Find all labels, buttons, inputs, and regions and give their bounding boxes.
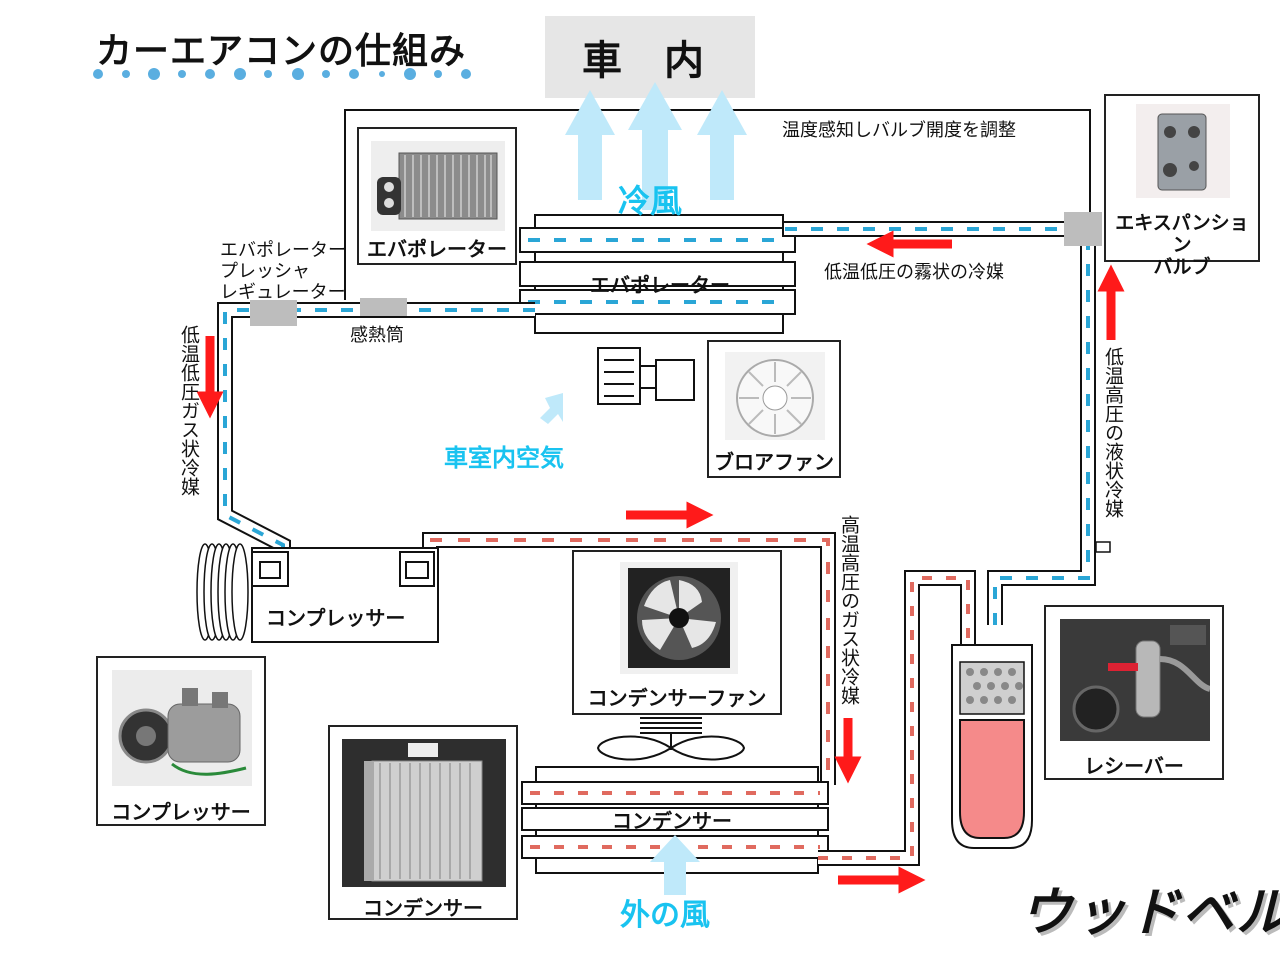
- expansion-valve-photo-icon: [1136, 104, 1230, 198]
- condenser-core-label: コンデンサー: [612, 809, 732, 833]
- outside-air-label: 外の風: [620, 898, 710, 933]
- title-underline-dots: [93, 68, 471, 80]
- photo-expansion-valve-caption-1: エキスパンション: [1115, 212, 1249, 256]
- compressor-unit-label: コンプレッサー: [266, 606, 406, 630]
- cold-air-arrows: [565, 82, 747, 210]
- hot-pipe-to-receiver: [818, 570, 976, 866]
- cabin-air-label: 車室内空気: [444, 444, 564, 472]
- outside-air-arrow: [650, 835, 700, 895]
- evap-pressure-regulator: [250, 300, 297, 326]
- receiver-tank: [951, 644, 1033, 849]
- photo-condenser-caption: コンデンサー: [363, 896, 483, 920]
- sensing-bulb: [360, 298, 407, 316]
- blower-motor-sketch: [597, 347, 695, 405]
- high-temp-gas-label: 高温高圧のガス状冷媒: [838, 515, 860, 705]
- sensing-bulb-label: 感熱筒: [350, 325, 404, 346]
- photo-compressor-caption: コンプレッサー: [111, 800, 251, 824]
- low-temp-gas-label: 低温低圧ガス状冷媒: [178, 325, 200, 496]
- evaporator-core: [519, 214, 796, 334]
- evap-pressure-regulator-line-3: レギュレーター: [220, 282, 346, 303]
- expansion-valve-body: [1064, 212, 1102, 246]
- photo-condenser-fan-caption: コンデンサーファン: [587, 686, 767, 710]
- cabin-air-arrow: [540, 393, 563, 424]
- compressor-unit: [196, 543, 439, 643]
- cabin-label: 車 内: [545, 16, 755, 98]
- photo-receiver-caption: レシーバー: [1084, 754, 1184, 778]
- brand-logo: ウッドベル: [1020, 883, 1280, 943]
- evaporator-photo-icon: [371, 141, 505, 231]
- photo-receiver: レシーバー: [1044, 605, 1224, 780]
- cold-pipe-return: [217, 302, 535, 560]
- photo-compressor: コンプレッサー: [96, 656, 266, 826]
- low-temp-mist-label: 低温低圧の霧状の冷媒: [824, 262, 1004, 283]
- cold-pipe-top: [782, 221, 1091, 237]
- condenser-fan-sketch: [596, 717, 746, 761]
- blower-fan-photo-icon: [725, 352, 825, 440]
- thermo-valve-label: 温度感知しバルブ開度を調整: [782, 120, 1016, 141]
- evap-pressure-regulator-label: エバポレーター プレッシャ レギュレーター: [220, 240, 346, 303]
- flow-arrows: [196, 230, 1125, 894]
- condenser-photo-icon: [342, 739, 506, 887]
- photo-blower-fan-caption: ブロアファン: [714, 450, 834, 474]
- photo-expansion-valve-caption: エキスパンション バルブ: [1106, 212, 1258, 278]
- evaporator-core-label: エバポレーター: [590, 273, 730, 297]
- evap-pressure-regulator-line-2: プレッシャ: [220, 261, 310, 282]
- high-pressure-liquid-label: 低温高圧の液状冷媒: [1102, 347, 1124, 518]
- liquid-pipe: [987, 229, 1096, 625]
- photo-evaporator-caption: エバポレーター: [367, 237, 507, 261]
- compressor-photo-icon: [112, 670, 252, 786]
- photo-expansion-valve-caption-2: バルブ: [1153, 256, 1211, 278]
- photo-expansion-valve: エキスパンション バルブ: [1104, 94, 1260, 278]
- photo-condenser-fan: コンデンサーファン: [572, 550, 782, 715]
- photo-blower-fan: ブロアファン: [707, 340, 841, 478]
- cold-air-label: 冷風: [618, 182, 683, 220]
- photo-evaporator: エバポレーター: [357, 127, 517, 265]
- photo-condenser: コンデンサー: [328, 725, 518, 920]
- hot-pipe-discharge: [422, 532, 836, 785]
- evap-pressure-regulator-line-1: エバポレーター: [220, 240, 346, 261]
- condenser-fan-photo-icon: [620, 562, 738, 674]
- page-title: カーエアコンの仕組み: [96, 31, 467, 72]
- receiver-photo-icon: [1060, 619, 1210, 741]
